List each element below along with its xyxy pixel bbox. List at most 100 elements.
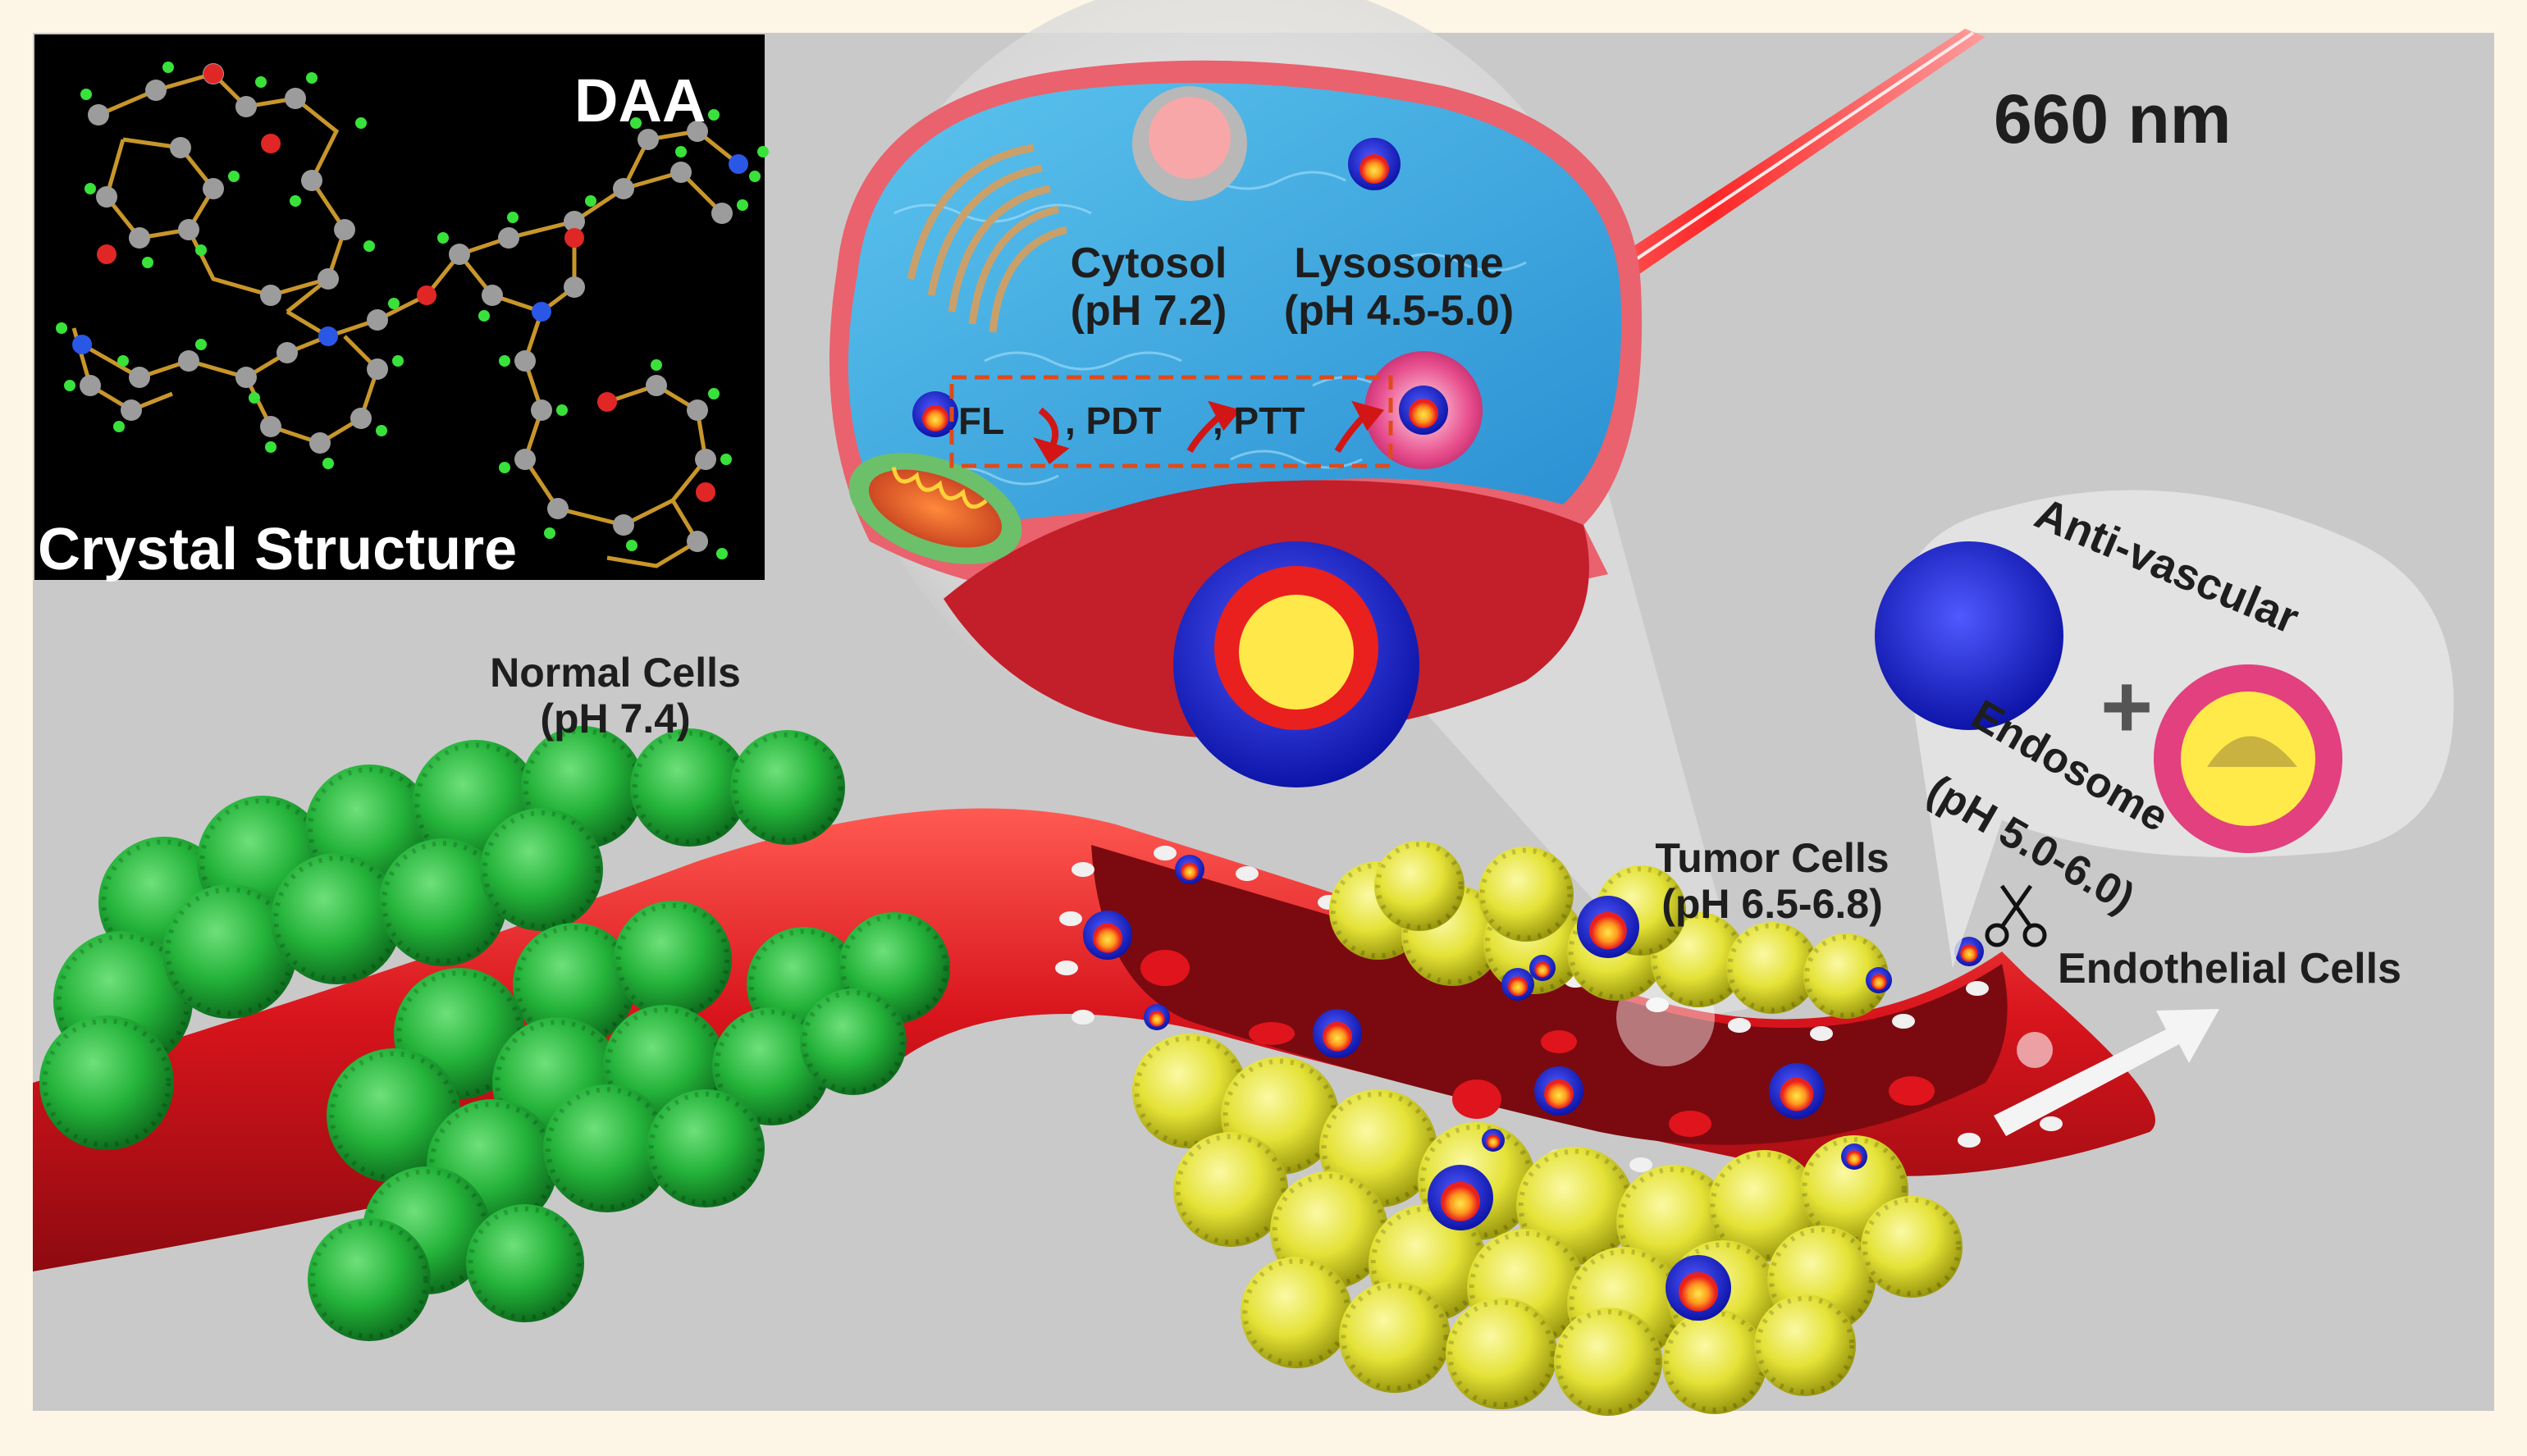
- membrane-pore: [1132, 86, 1247, 201]
- nanoparticle: [1083, 911, 1132, 960]
- normal-cell: [800, 988, 907, 1095]
- tumor-cell: [1708, 1150, 1820, 1262]
- inset-caption: Crystal Structure: [38, 517, 518, 582]
- tumor-cell-texture: [1479, 847, 1573, 941]
- nanoparticle-core: [1486, 1134, 1501, 1149]
- nanoparticle-core: [1323, 1021, 1352, 1052]
- normal-cell: [308, 1218, 431, 1341]
- tumor-cell-texture: [1755, 1295, 1855, 1395]
- vessel-lumen: [1091, 845, 2008, 1145]
- nanoparticle: [1534, 1066, 1583, 1116]
- tumor-cell: [1861, 1196, 1963, 1298]
- therapy-arrows: [1033, 400, 1384, 464]
- nanoparticle: [1666, 1255, 1731, 1321]
- tumor-cell: [1374, 841, 1465, 931]
- nanoparticle: [1529, 955, 1556, 981]
- cytosol-label: Cytosol (pH 7.2): [1042, 240, 1255, 335]
- normal-cell: [162, 884, 297, 1019]
- normal-cell: [271, 853, 402, 984]
- tumor-cell-texture: [1556, 1309, 1661, 1414]
- nanoparticle-core: [1149, 1011, 1165, 1027]
- nanoparticle: [1428, 1165, 1493, 1230]
- normal-cell: [647, 1089, 765, 1207]
- tumor-cell: [1554, 1308, 1662, 1416]
- nanoparticle: [1954, 937, 1984, 966]
- normal-cell-cluster: [39, 726, 950, 1341]
- normal-cell-texture: [732, 732, 843, 843]
- endothelial-cells-label: Endothelial Cells: [2058, 945, 2401, 993]
- nanoparticle-core: [1441, 1181, 1480, 1221]
- tumor-cell-texture: [1862, 1197, 1962, 1297]
- tumor-cell: [1754, 1294, 1856, 1396]
- endothelial-arrow: [1994, 1009, 2219, 1136]
- endosome-vesicle: [2154, 664, 2342, 853]
- mitochondrion: [848, 453, 1022, 564]
- normal-cell: [327, 1048, 461, 1183]
- cytosol-nanoparticle: [1348, 138, 1401, 190]
- pdt-label: , PDT: [1065, 399, 1162, 442]
- red-blood-cells: [1140, 950, 1935, 1137]
- therapy-box: [949, 375, 1393, 468]
- lysosome-ph: (pH 4.5-5.0): [1283, 287, 1515, 335]
- nanoparticle-core: [1508, 976, 1528, 997]
- nanoparticle: [1144, 1004, 1170, 1030]
- tumor-cell: [1173, 1132, 1288, 1247]
- normal-cell: [513, 923, 636, 1046]
- tumor-cell-cluster: [1132, 841, 1963, 1416]
- cytosol-ph: (pH 7.2): [1070, 287, 1227, 335]
- vesicle-small: [2017, 1032, 2053, 1068]
- normal-cell-texture: [310, 1221, 428, 1339]
- normal-cell: [630, 728, 748, 847]
- nanoparticle: [1866, 967, 1892, 993]
- scissors-icon: [1985, 884, 2047, 947]
- normal-cell-texture: [802, 990, 905, 1093]
- lysosome-label: Lysosome (pH 4.5-5.0): [1259, 240, 1538, 335]
- tumor-cell: [1726, 922, 1818, 1014]
- nanoparticle-core: [1589, 911, 1627, 950]
- tumor-cell: [1478, 847, 1574, 942]
- tumor-cell: [1803, 933, 1889, 1019]
- nanoparticle: [1313, 1009, 1362, 1058]
- normal-cell-texture: [648, 1091, 763, 1206]
- nanoparticle-core: [1679, 1271, 1718, 1312]
- golgi-apparatus: [907, 144, 1068, 333]
- nanoparticle-core: [1181, 862, 1199, 880]
- vessel-nanoparticles: [1083, 855, 1984, 1321]
- nanoparticle: [1577, 896, 1639, 958]
- nanoparticle-core: [1846, 1150, 1862, 1166]
- normal-cells-ph: (pH 7.4): [540, 696, 691, 742]
- tumor-cell-texture: [1447, 1299, 1556, 1408]
- normal-cell: [730, 730, 845, 845]
- tumor-cells-ph: (pH 6.5-6.8): [1661, 881, 1883, 927]
- nanoparticle: [1841, 1143, 1867, 1170]
- cytosol-name: Cytosol: [1070, 240, 1227, 287]
- inset-title: DAA: [574, 66, 706, 135]
- normal-cell-texture: [482, 810, 601, 929]
- tumor-cell: [1132, 1034, 1247, 1148]
- tumor-cells-name: Tumor Cells: [1655, 835, 1890, 881]
- normal-cells-label: Normal Cells (pH 7.4): [443, 650, 788, 742]
- normal-cell-texture: [42, 1018, 171, 1148]
- molecule-atoms: [56, 62, 769, 559]
- tumor-cell-texture: [1341, 1283, 1449, 1391]
- nanoparticle: [1501, 968, 1534, 1001]
- nanoparticle-core: [1093, 923, 1122, 953]
- tumor-cell: [1446, 1298, 1557, 1409]
- normal-cell-texture: [468, 1206, 583, 1321]
- tumor-cell: [1241, 1257, 1352, 1368]
- tumor-cells-label: Tumor Cells (pH 6.5-6.8): [1608, 835, 1936, 927]
- nanoparticle: [1175, 855, 1204, 884]
- normal-cell: [543, 1084, 671, 1212]
- fl-nanoparticle: [912, 391, 958, 437]
- nanoparticle-core: [1534, 961, 1551, 978]
- tumor-cell-texture: [1375, 842, 1464, 930]
- nanoparticle-core: [1871, 974, 1887, 990]
- plus-sign: +: [2100, 656, 2154, 757]
- tumor-cell: [1662, 1309, 1767, 1414]
- ptt-label: , PTT: [1213, 399, 1305, 442]
- endosome-blue-particle: [1875, 541, 2063, 730]
- tumor-cell-texture: [1802, 1137, 1907, 1242]
- normal-cell-texture: [615, 902, 730, 1017]
